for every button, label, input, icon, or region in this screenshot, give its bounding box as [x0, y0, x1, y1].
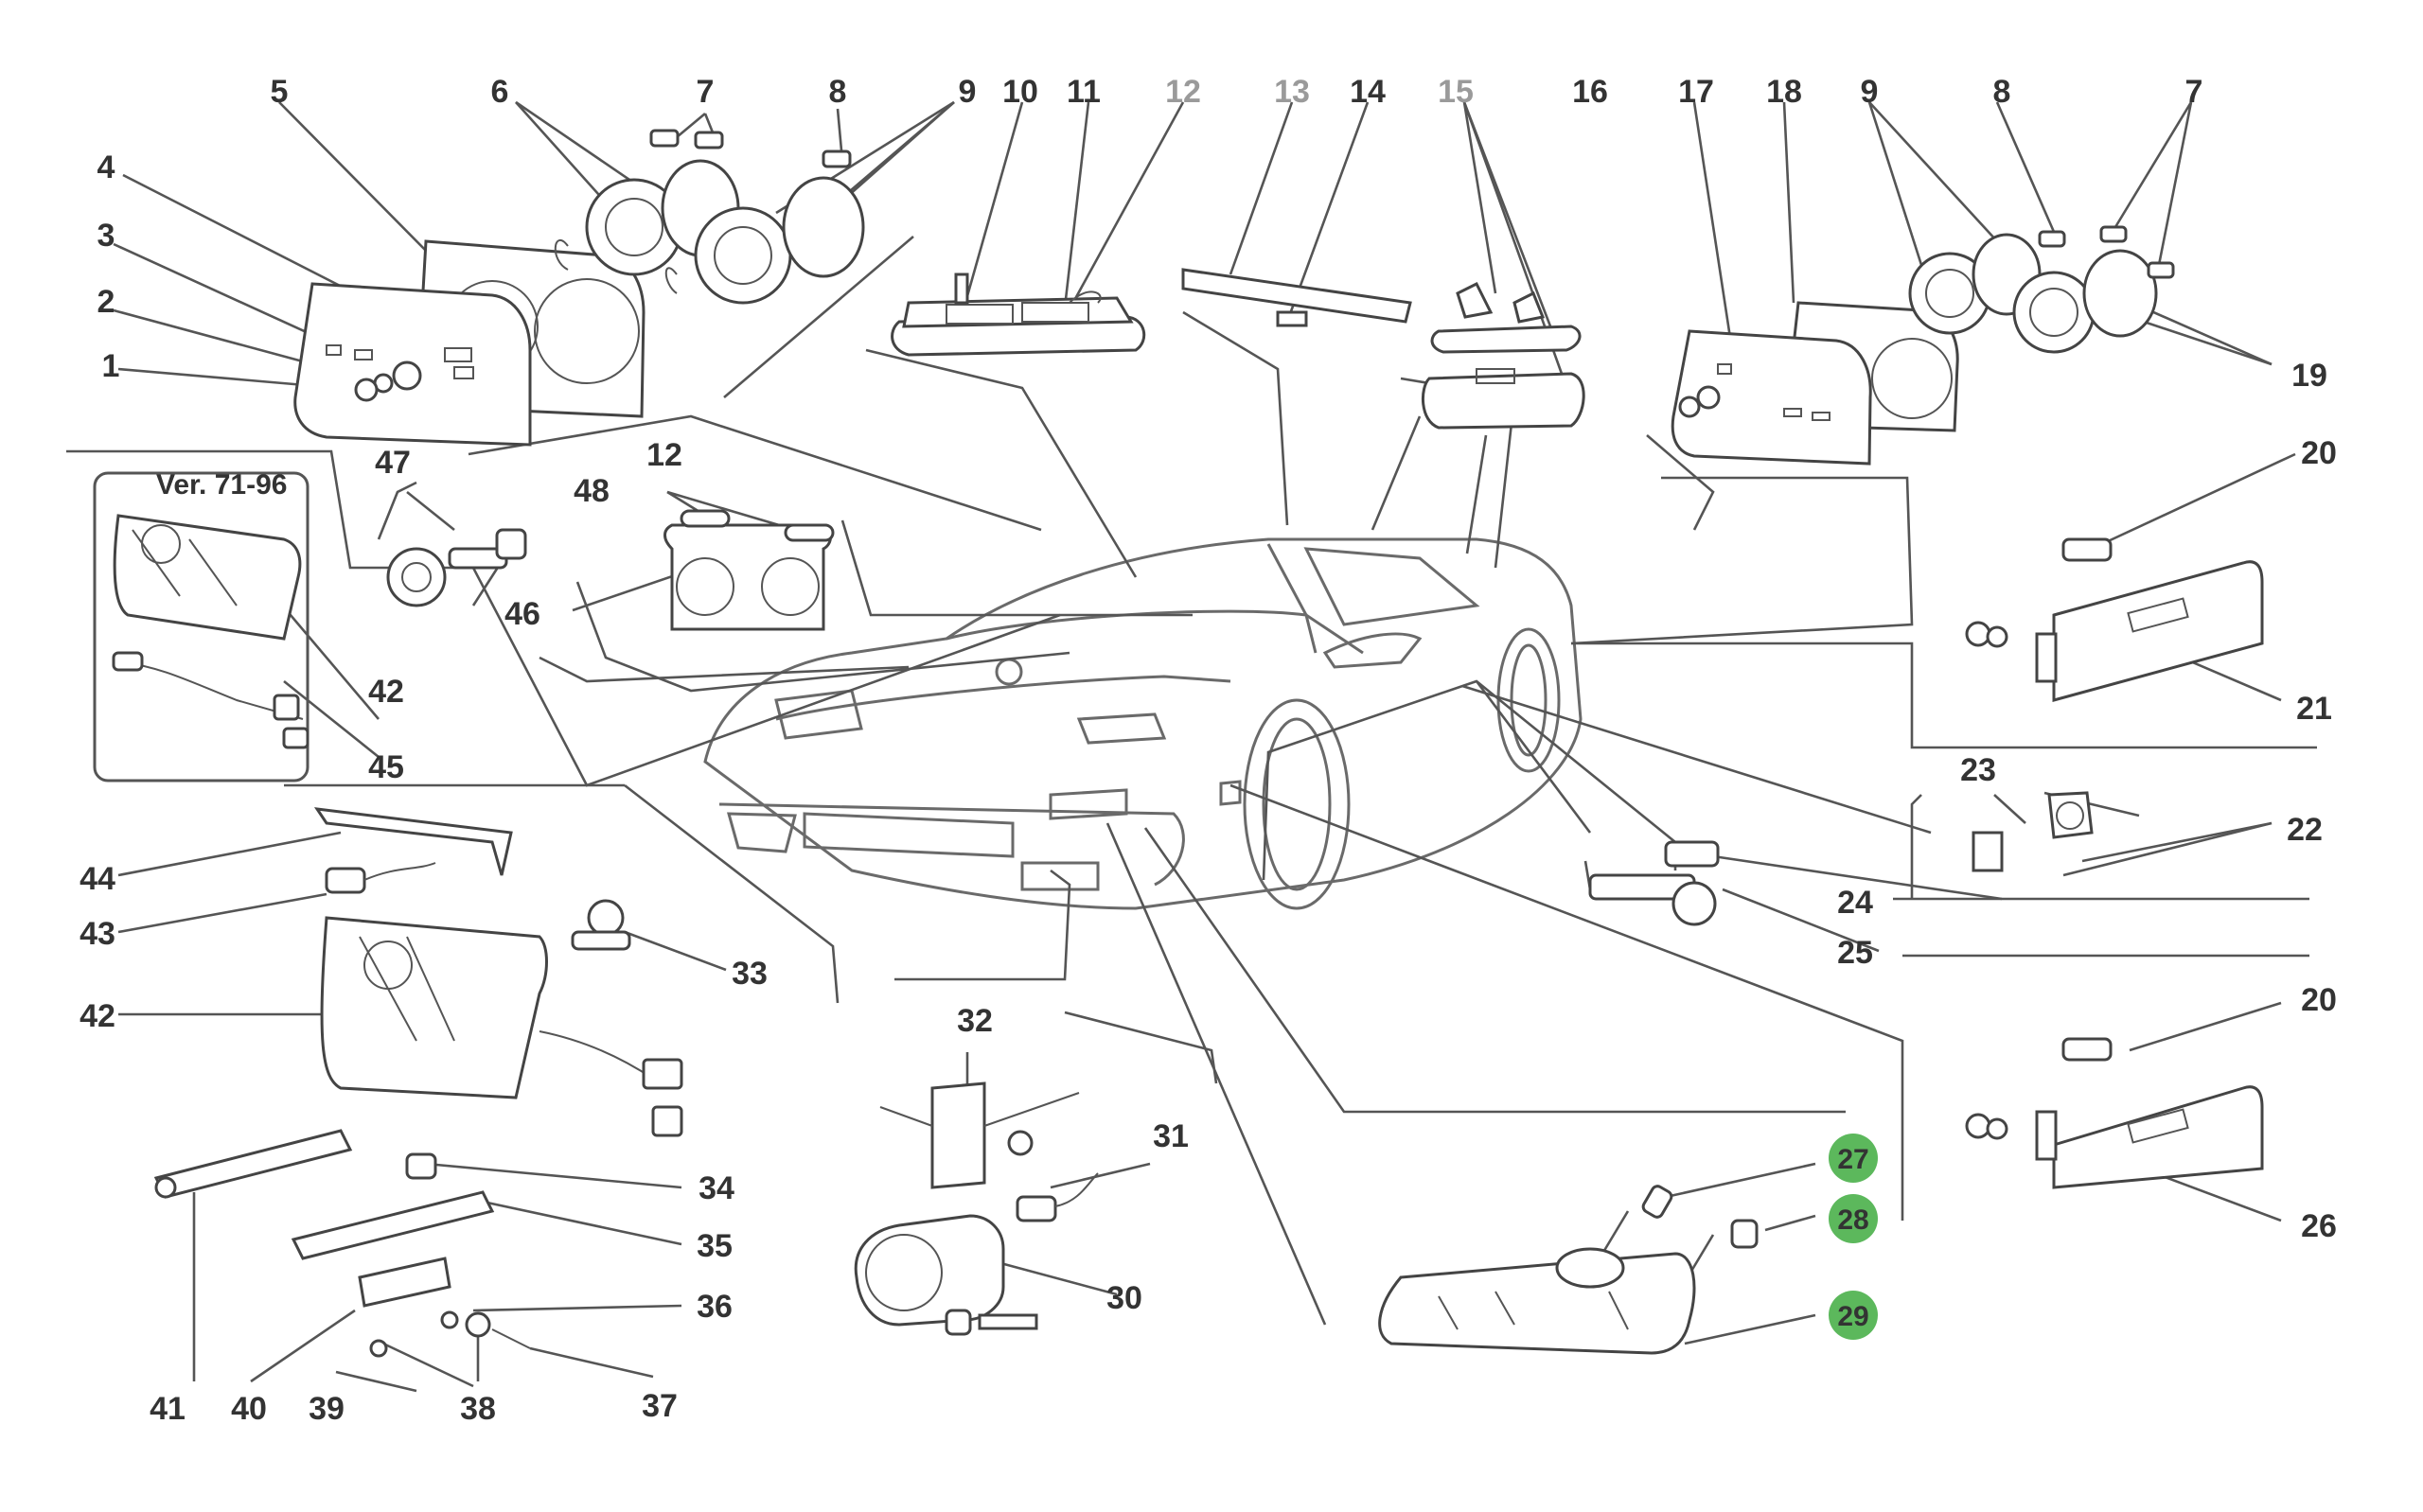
label-8-right: 8: [1993, 74, 2011, 110]
highlighted-callouts: [1829, 1134, 1878, 1340]
label-7-right: 7: [2185, 74, 2203, 110]
label-42-inset: 42: [368, 674, 404, 710]
label-21: 21: [2296, 691, 2332, 727]
label-10: 10: [1002, 74, 1038, 110]
car-illustration: [703, 537, 1583, 910]
fog-lamp-and-brackets: [153, 807, 683, 1358]
label-40: 40: [231, 1391, 267, 1427]
label-19: 19: [2291, 358, 2327, 394]
callout-28-highlight[interactable]: [1829, 1194, 1878, 1243]
label-11: 11: [1067, 74, 1101, 110]
label-28: 28: [1837, 1204, 1868, 1236]
label-36: 36: [697, 1289, 733, 1325]
inset-ver-71-96: Ver. 71-96: [93, 469, 310, 782]
label-7-left: 7: [697, 74, 715, 110]
label-2: 2: [97, 284, 115, 320]
reverse-lamp-and-bracket: [854, 1081, 1099, 1336]
label-9-right: 9: [1861, 74, 1879, 110]
label-23: 23: [1960, 752, 1996, 788]
label-25: 25: [1837, 935, 1873, 971]
label-38: 38: [460, 1391, 496, 1427]
label-31: 31: [1153, 1118, 1189, 1154]
label-27: 27: [1837, 1144, 1868, 1175]
label-43: 43: [80, 916, 115, 952]
callout-labels: 5 4 3 2 1 6 7 8 9 10 11 12 13 14 15 16 1…: [80, 74, 2337, 1427]
label-18: 18: [1766, 74, 1802, 110]
label-5: 5: [271, 74, 289, 110]
label-16: 16: [1572, 74, 1608, 110]
label-22: 22: [2287, 812, 2323, 848]
side-marker-lamps: [1588, 537, 2264, 1189]
label-30: 30: [1106, 1280, 1142, 1316]
label-8-left: 8: [829, 74, 847, 110]
label-35: 35: [697, 1228, 733, 1264]
label-6: 6: [491, 74, 509, 110]
middle-left-parts: [386, 509, 835, 631]
label-48: 48: [574, 473, 610, 509]
label-37: 37: [642, 1388, 678, 1424]
label-42-bottom: 42: [80, 998, 115, 1034]
label-15: 15: [1438, 74, 1474, 110]
label-20-bottom: 20: [2301, 982, 2337, 1018]
label-4: 4: [97, 149, 115, 185]
label-24: 24: [1837, 885, 1873, 921]
callout-27-highlight[interactable]: [1829, 1134, 1878, 1183]
interior-lights: [891, 268, 1585, 430]
label-33: 33: [732, 956, 768, 992]
label-32: 32: [957, 1003, 993, 1039]
label-34: 34: [699, 1170, 734, 1206]
label-14: 14: [1350, 74, 1386, 110]
callout-29-highlight[interactable]: [1829, 1291, 1878, 1340]
label-13: 13: [1274, 74, 1310, 110]
front-indicator-lamp: [1378, 1185, 1759, 1355]
label-44: 44: [80, 861, 115, 897]
label-47: 47: [375, 445, 411, 481]
label-1: 1: [102, 348, 120, 384]
label-45: 45: [368, 749, 404, 785]
label-39: 39: [309, 1391, 345, 1427]
left-headlight-assembly: [293, 129, 865, 447]
label-9-left: 9: [959, 74, 977, 110]
label-20-top: 20: [2301, 435, 2337, 471]
label-3: 3: [97, 218, 115, 254]
label-12-top: 12: [1165, 74, 1201, 110]
inset-label: Ver. 71-96: [156, 469, 287, 501]
label-26: 26: [2301, 1208, 2337, 1244]
label-46: 46: [504, 596, 540, 632]
label-17: 17: [1678, 74, 1714, 110]
label-41: 41: [150, 1391, 186, 1427]
label-29: 29: [1837, 1301, 1868, 1332]
right-headlight-assembly: [1671, 225, 2175, 466]
label-12: 12: [646, 437, 682, 473]
